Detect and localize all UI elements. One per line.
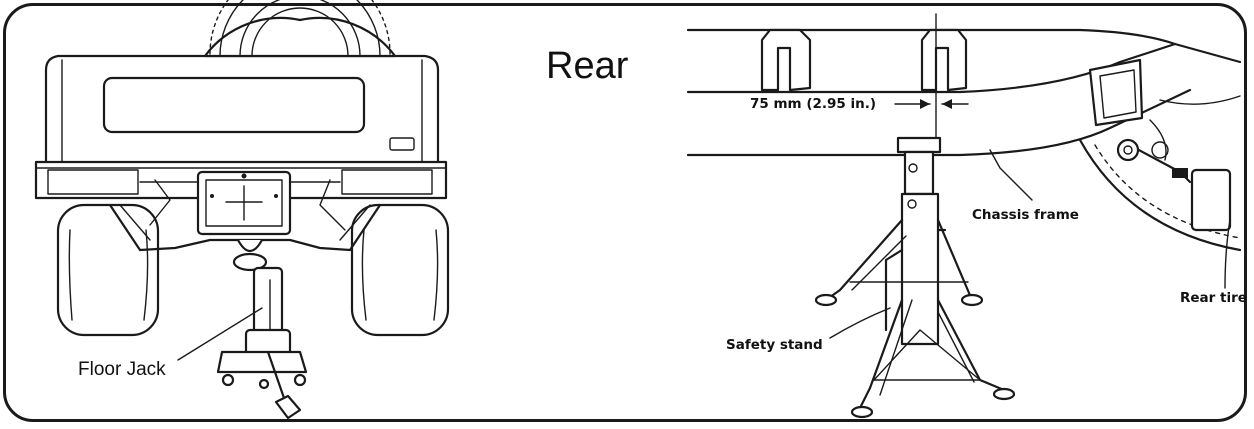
vehicle-rear-illustration [34,0,450,420]
chassis-frame [686,28,1242,157]
left-rear-wheel [56,203,160,337]
right-rear-wheel [350,203,450,337]
floor-jack-label: Floor Jack [78,359,166,380]
floor-jack-leader-line [177,307,263,361]
clearance-label: 75 mm (2.95 in.) [750,96,877,112]
license-plate-mount [196,170,292,236]
rear-axle [108,179,382,272]
rear-tire-label: Rear tire [1180,290,1247,306]
clearance-dimension [894,99,969,109]
section-title: Rear [546,45,629,87]
safety-stand-illustration [814,136,1016,419]
diagram-border [3,3,1247,422]
chassis-safety-stand-illustration [686,13,1242,419]
rear-tire-illustration [1078,95,1242,252]
floor-jack-illustration [216,266,308,420]
vehicle-body [44,54,440,170]
leader-lines [829,149,1231,339]
chassis-frame-label: Chassis frame [972,207,1079,223]
spare-tire [203,0,397,58]
safety-stand-label: Safety stand [726,337,823,353]
